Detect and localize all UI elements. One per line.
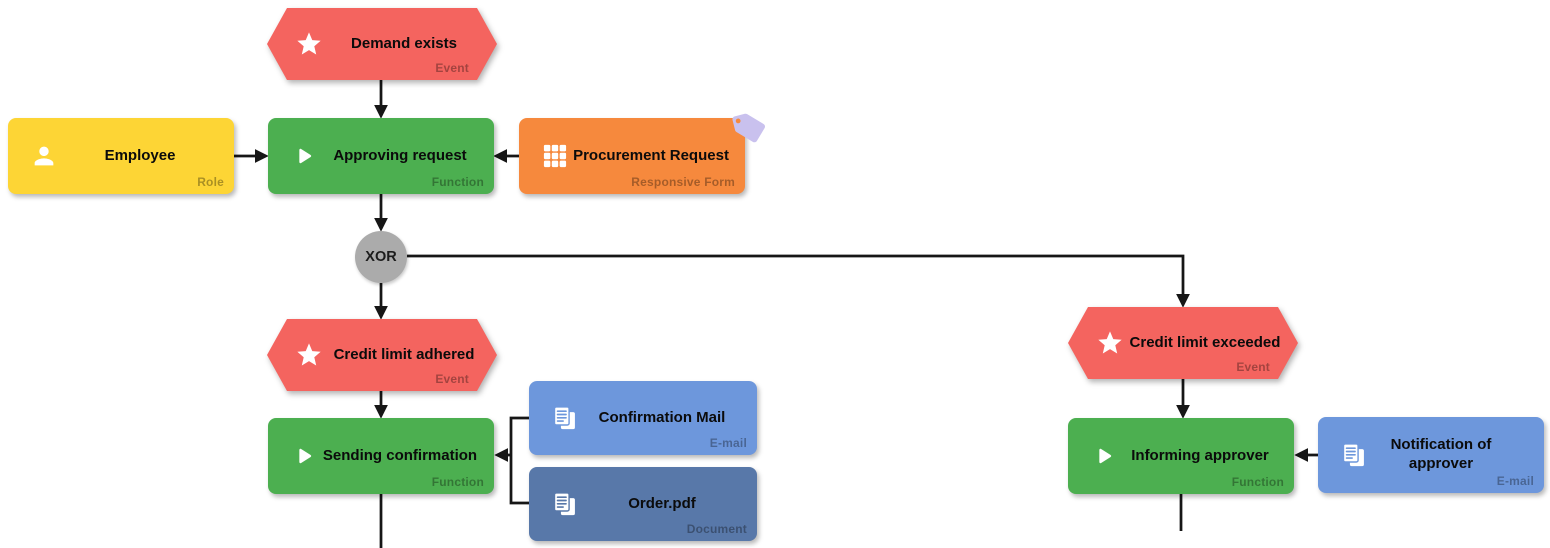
node-type-label: Event: [435, 61, 469, 75]
document-icon: [551, 404, 579, 432]
grid-icon: [541, 142, 569, 170]
node-type-label: Function: [1231, 475, 1284, 489]
node-label: Sending confirmation: [322, 446, 478, 464]
node-procurement-request[interactable]: Procurement Request Responsive Form: [519, 118, 745, 194]
node-label: Informing approver: [1131, 446, 1269, 464]
node-credit-limit-exceeded[interactable]: Credit limit exceeded Event: [1068, 307, 1298, 379]
node-type-label: E-mail: [709, 436, 747, 450]
edge-xor-to-exceeded: [407, 254, 1190, 308]
node-label: Credit limit adhered: [333, 345, 475, 363]
node-type-label: Event: [1236, 360, 1270, 374]
node-credit-limit-adhered[interactable]: Credit limit adhered Event: [267, 319, 497, 391]
star-icon: [295, 30, 323, 58]
node-confirmation-mail[interactable]: Confirmation Mail E-mail: [529, 381, 757, 455]
node-label: Confirmation Mail: [598, 408, 726, 426]
node-notification-of-approver[interactable]: Notification of approver E-mail: [1318, 417, 1544, 493]
node-order-pdf[interactable]: Order.pdf Document: [529, 467, 757, 541]
node-label: Credit limit exceeded: [1129, 333, 1281, 351]
node-demand-exists[interactable]: Demand exists Event: [267, 8, 497, 80]
node-xor-gateway[interactable]: XOR: [355, 231, 407, 283]
tag-icon[interactable]: [728, 106, 772, 150]
play-icon: [290, 442, 318, 470]
play-icon: [1090, 442, 1118, 470]
person-icon: [30, 142, 58, 170]
document-icon: [551, 490, 579, 518]
node-label: Notification of approver: [1390, 436, 1492, 472]
node-type-label: Function: [431, 175, 484, 189]
node-type-label: Event: [435, 372, 469, 386]
node-label: Procurement Request: [573, 146, 729, 164]
node-label: Order.pdf: [628, 494, 696, 512]
node-type-label: E-mail: [1496, 474, 1534, 488]
star-icon: [1096, 329, 1124, 357]
node-label: Employee: [104, 146, 176, 164]
node-type-label: Responsive Form: [631, 175, 735, 189]
document-icon: [1340, 441, 1368, 469]
edge-mail-order-bracket: [509, 416, 529, 505]
node-type-label: Role: [197, 175, 224, 189]
node-employee[interactable]: Employee Role: [8, 118, 234, 194]
node-label: Demand exists: [351, 34, 457, 52]
node-informing-approver[interactable]: Informing approver Function: [1068, 418, 1294, 494]
node-approving-request[interactable]: Approving request Function: [268, 118, 494, 194]
node-label: Approving request: [333, 146, 467, 164]
star-icon: [295, 341, 323, 369]
node-type-label: Function: [431, 475, 484, 489]
gateway-label: XOR: [365, 249, 397, 265]
node-type-label: Document: [686, 522, 747, 536]
node-sending-confirmation[interactable]: Sending confirmation Function: [268, 418, 494, 494]
play-icon: [290, 142, 318, 170]
